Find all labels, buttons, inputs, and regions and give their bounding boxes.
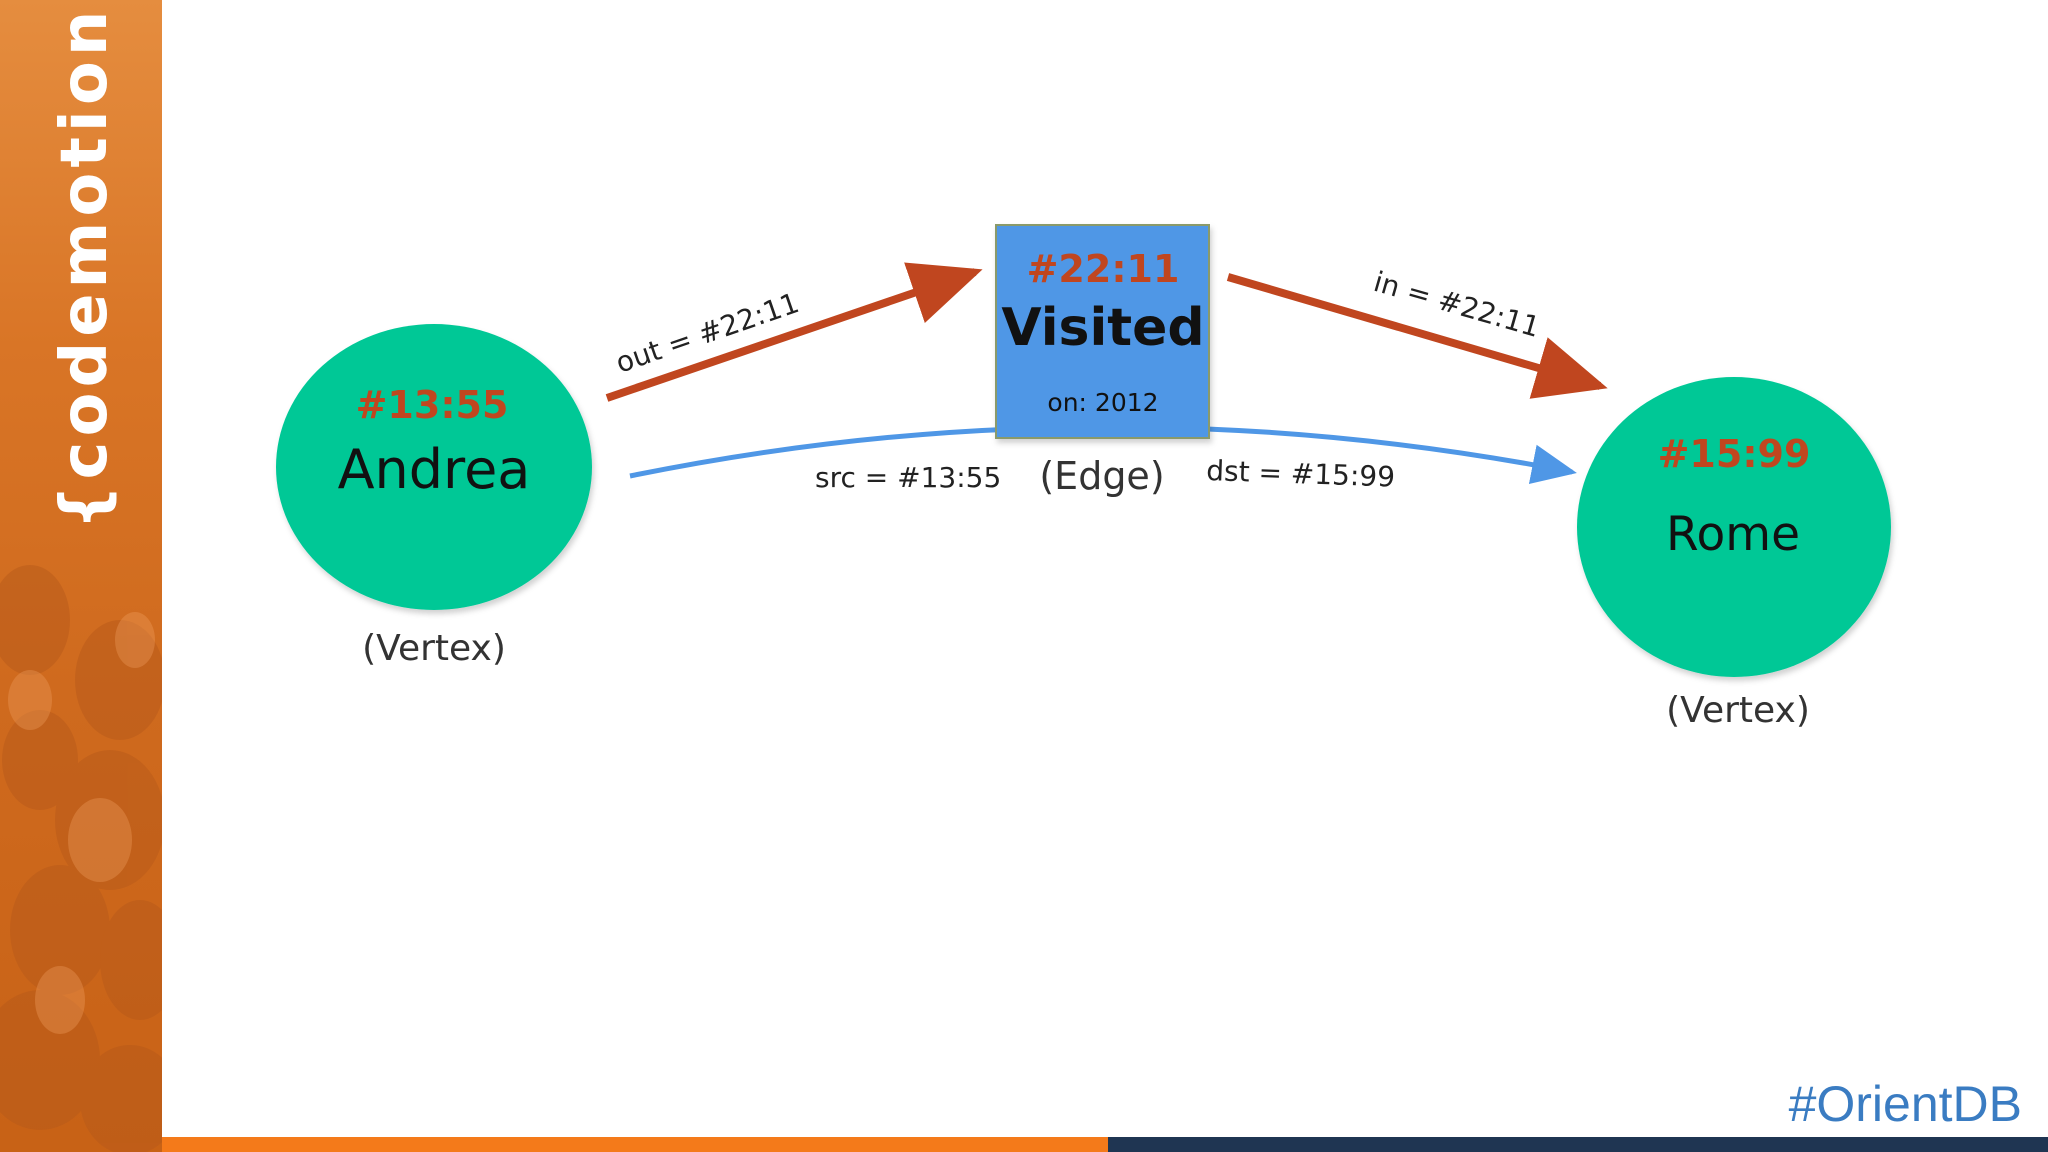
- edge-id: #22:11: [1027, 247, 1180, 291]
- in-pointer-arrow: [1226, 273, 1608, 399]
- footer-bar-orange: [162, 1137, 1108, 1152]
- orientdb-hashtag: #OrientDB: [1788, 1076, 2022, 1132]
- andrea-type-label: (Vertex): [362, 628, 506, 669]
- edge-property: on: 2012: [1047, 388, 1158, 417]
- andrea-id: #13:55: [356, 383, 509, 427]
- edge-visited-box: [995, 224, 1210, 439]
- dst-label: dst = #15:99: [1206, 454, 1396, 494]
- edge-type-label: (Edge): [1039, 454, 1164, 498]
- in-pointer-label: in = #22:11: [1370, 265, 1543, 344]
- rome-name: Rome: [1666, 507, 1800, 562]
- andrea-name: Andrea: [338, 438, 531, 501]
- rome-id: #15:99: [1658, 432, 1811, 476]
- src-label: src = #13:55: [815, 461, 1001, 494]
- rome-type-label: (Vertex): [1666, 690, 1810, 731]
- vertex-rome-circle: [1577, 377, 1891, 677]
- out-pointer-arrow: [605, 262, 983, 402]
- sidebar-crowd-photo: [0, 565, 162, 1152]
- sidebar-branding: {codemotion}: [0, 0, 162, 1152]
- footer-bar-navy: [1108, 1137, 2048, 1152]
- vertex-andrea-circle: [276, 324, 592, 610]
- edge-name: Visited: [1001, 298, 1204, 358]
